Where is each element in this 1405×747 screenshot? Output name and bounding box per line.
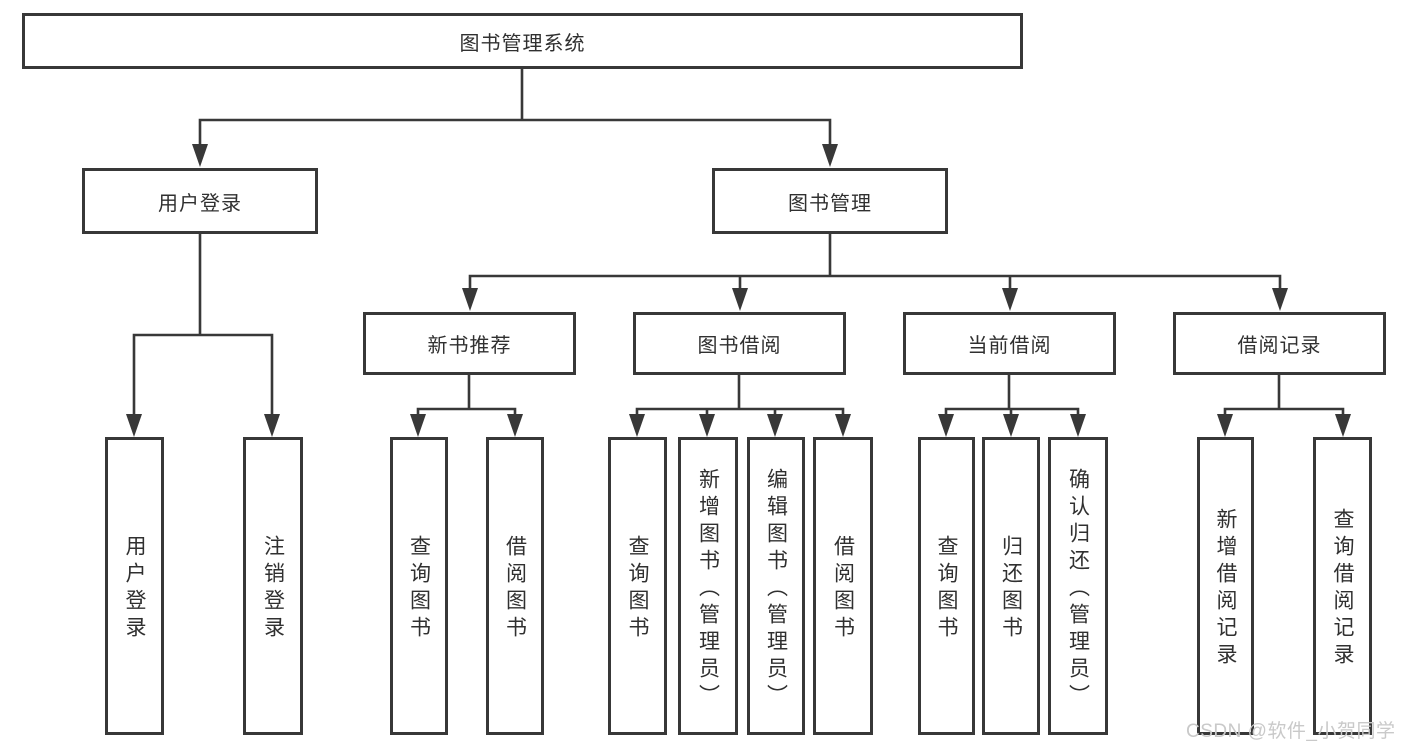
node-label: 用户登录 — [158, 192, 242, 215]
node-label: 查询图书 — [626, 535, 649, 643]
arrow-down-icon — [1217, 414, 1233, 437]
node-library-management-system: 图书管理系统 — [22, 13, 1023, 69]
node-label: 注销登录 — [261, 535, 285, 643]
arrow-down-icon — [126, 414, 142, 437]
arrow-down-icon — [699, 414, 715, 437]
node-label: 借阅图书 — [503, 535, 527, 643]
arrow-down-icon — [822, 144, 838, 167]
node-book-borrowing: 图书借阅 — [633, 312, 846, 375]
node-label: 新增图书（管理员） — [696, 467, 720, 711]
node-leaf-query-books-recommend: 查询图书 — [390, 437, 448, 735]
node-label: 图书管理系统 — [459, 32, 586, 55]
node-label: 当前借阅 — [967, 335, 1052, 357]
arrow-down-icon — [938, 414, 954, 437]
arrow-down-icon — [264, 414, 280, 437]
node-label: 借阅图书 — [831, 535, 855, 643]
arrow-down-icon — [1070, 414, 1086, 437]
node-leaf-query-books-borrow: 查询图书 — [608, 437, 667, 735]
arrow-down-icon — [192, 144, 208, 167]
node-leaf-add-books-admin: 新增图书（管理员） — [678, 437, 738, 735]
arrow-down-icon — [507, 414, 523, 437]
arrow-down-icon — [1272, 288, 1288, 311]
node-label: 图书管理 — [788, 192, 872, 215]
arrow-down-icon — [732, 288, 748, 311]
node-leaf-borrow-books-recommend: 借阅图书 — [486, 437, 544, 735]
node-label: 编辑图书（管理员） — [764, 467, 788, 711]
node-leaf-confirm-return-admin: 确认归还（管理员） — [1048, 437, 1108, 735]
arrow-down-icon — [1003, 414, 1019, 437]
node-label: 新增借阅记录 — [1214, 508, 1237, 670]
node-book-management: 图书管理 — [712, 168, 948, 234]
node-leaf-borrow-books: 借阅图书 — [813, 437, 873, 735]
node-label: 归还图书 — [999, 535, 1023, 643]
csdn-watermark: CSDN @软件_小贺同学 — [1186, 721, 1396, 742]
node-user-login: 用户登录 — [82, 168, 318, 234]
node-label: 确认归还（管理员） — [1066, 467, 1090, 711]
node-label: 查询借阅记录 — [1331, 508, 1354, 670]
arrow-down-icon — [462, 288, 478, 311]
arrow-down-icon — [1002, 288, 1018, 311]
node-leaf-query-books-current: 查询图书 — [918, 437, 975, 735]
node-current-borrowing: 当前借阅 — [903, 312, 1116, 375]
arrow-down-icon — [767, 414, 783, 437]
node-new-book-recommendation: 新书推荐 — [363, 312, 576, 375]
node-leaf-return-books: 归还图书 — [982, 437, 1040, 735]
arrow-down-icon — [410, 414, 426, 437]
arrow-down-icon — [629, 414, 645, 437]
node-label: 图书借阅 — [697, 335, 782, 357]
node-label: 借阅记录 — [1237, 335, 1322, 357]
node-leaf-edit-books-admin: 编辑图书（管理员） — [747, 437, 805, 735]
node-label: 新书推荐 — [427, 335, 512, 357]
arrowhead-icons — [126, 144, 1351, 437]
node-leaf-query-borrow-record: 查询借阅记录 — [1313, 437, 1372, 735]
arrow-down-icon — [1335, 414, 1351, 437]
node-leaf-logout: 注销登录 — [243, 437, 303, 735]
node-label: 查询图书 — [407, 535, 431, 643]
node-leaf-add-borrow-record: 新增借阅记录 — [1197, 437, 1254, 735]
node-label: 用户登录 — [123, 535, 146, 643]
arrow-down-icon — [835, 414, 851, 437]
node-leaf-user-login: 用户登录 — [105, 437, 164, 735]
node-label: 查询图书 — [935, 535, 958, 643]
node-borrowing-records: 借阅记录 — [1173, 312, 1386, 375]
